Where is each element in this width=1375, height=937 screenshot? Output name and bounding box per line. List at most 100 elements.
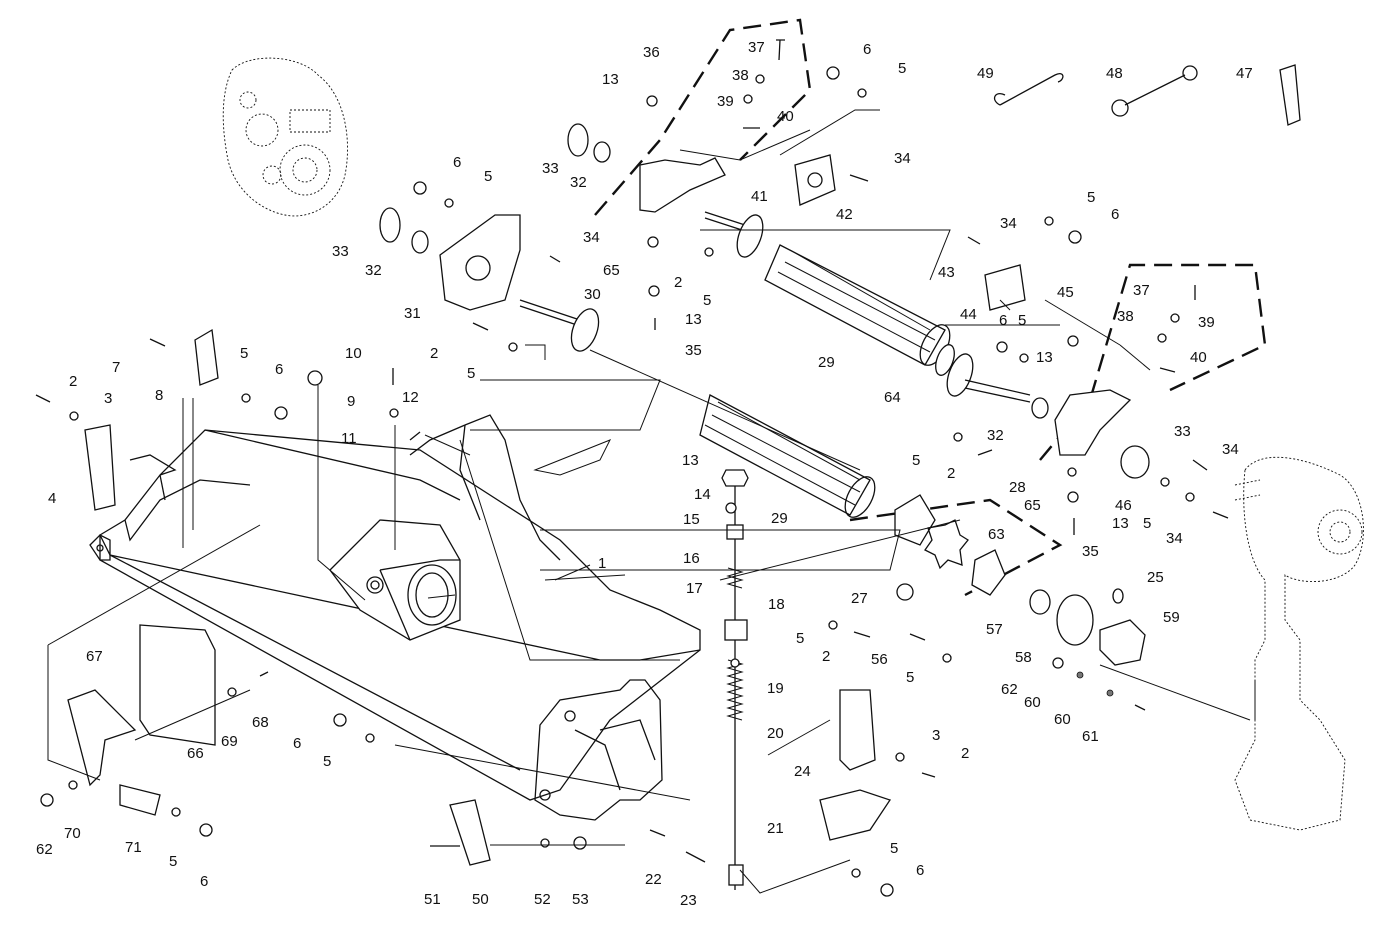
label-5: 5: [796, 630, 804, 647]
bearing-33a: [567, 123, 589, 157]
label-46: 46: [1115, 497, 1132, 514]
label-44: 44: [960, 306, 977, 323]
label-2: 2: [430, 345, 438, 362]
label-6: 6: [275, 361, 283, 378]
label-6: 6: [200, 873, 208, 890]
label-28: 28: [1009, 479, 1026, 496]
label-1: 1: [598, 555, 606, 572]
ring-57: [1029, 589, 1051, 615]
label-11: 11: [341, 430, 357, 447]
label-32: 32: [570, 174, 587, 191]
label-30: 30: [584, 286, 601, 303]
label-13: 13: [1112, 515, 1129, 532]
leader-lines: [47, 109, 1256, 894]
spring-assembly: [721, 469, 749, 890]
label-12: 12: [402, 389, 419, 406]
bracket-24: [839, 689, 876, 771]
label-13: 13: [682, 452, 699, 469]
label-35: 35: [685, 342, 702, 359]
label-10: 10: [345, 345, 362, 362]
bearing-33c: [1120, 445, 1150, 479]
label-34: 34: [894, 150, 911, 167]
label-5: 5: [323, 753, 331, 770]
label-68: 68: [252, 714, 269, 731]
hardware: [35, 39, 1229, 897]
assembly-28-outline: [849, 498, 1063, 597]
right-gearbox-reference-drawing: [1234, 456, 1364, 831]
label-37: 37: [1133, 282, 1150, 299]
label-5: 5: [890, 840, 898, 857]
label-8: 8: [155, 387, 163, 404]
cover-66: [139, 624, 216, 746]
label-62: 62: [1001, 681, 1018, 698]
label-53: 53: [572, 891, 589, 908]
label-13: 13: [1036, 349, 1053, 366]
shaft-41: [704, 211, 764, 258]
label-43: 43: [938, 264, 955, 281]
label-5: 5: [906, 669, 914, 686]
label-19: 19: [767, 680, 784, 697]
main-frame: [89, 414, 701, 821]
bracket-lower: [819, 789, 892, 841]
label-29: 29: [818, 354, 835, 371]
hub-63a: [894, 494, 936, 546]
plug-25: [1112, 588, 1124, 604]
label-22: 22: [645, 871, 662, 888]
shaft-30: [519, 299, 600, 352]
label-39: 39: [1198, 314, 1215, 331]
label-65: 65: [603, 262, 620, 279]
label-70: 70: [64, 825, 81, 842]
cover-50: [449, 799, 491, 866]
hub-63b: [971, 549, 1006, 596]
label-6: 6: [999, 312, 1007, 329]
label-48: 48: [1106, 65, 1123, 82]
label-62: 62: [36, 841, 53, 858]
label-24: 24: [794, 763, 811, 780]
label-5: 5: [1087, 189, 1095, 206]
label-5: 5: [484, 168, 492, 185]
label-57: 57: [986, 621, 1003, 638]
label-47: 47: [1236, 65, 1253, 82]
plate-42: [794, 154, 836, 206]
plate-31: [439, 214, 521, 311]
label-5: 5: [912, 452, 920, 469]
label-63: 63: [988, 526, 1005, 543]
label-59: 59: [1163, 609, 1180, 626]
guard-67: [67, 689, 137, 787]
label-58: 58: [1015, 649, 1032, 666]
label-52: 52: [534, 891, 551, 908]
label-34: 34: [1166, 530, 1183, 547]
roller-lower: [699, 394, 876, 518]
label-49: 49: [977, 65, 994, 82]
label-4: 4: [48, 490, 56, 507]
label-56: 56: [871, 651, 888, 668]
label-13: 13: [685, 311, 702, 328]
label-38: 38: [1117, 308, 1134, 325]
label-5: 5: [467, 365, 475, 382]
label-40: 40: [777, 108, 794, 125]
plate-43: [984, 264, 1026, 311]
bearing-32c: [1031, 397, 1049, 419]
label-60: 60: [1054, 711, 1071, 728]
label-15: 15: [683, 511, 700, 528]
assembly-36-outline: [594, 18, 812, 216]
label-61: 61: [1082, 728, 1099, 745]
watermark-graphic: [459, 229, 961, 661]
label-9: 9: [347, 393, 355, 410]
label-66: 66: [187, 745, 204, 762]
part-number-labels: 37 36 6 5 49 48 47 13 38 39 40 33 32 6 5…: [36, 39, 1253, 909]
label-6: 6: [1111, 206, 1119, 223]
label-3: 3: [932, 727, 940, 744]
label-42: 42: [836, 206, 853, 223]
label-5: 5: [169, 853, 177, 870]
label-13: 13: [602, 71, 619, 88]
label-2: 2: [961, 745, 969, 762]
label-7: 7: [112, 359, 120, 376]
label-71: 71: [125, 839, 142, 856]
star-63: [924, 519, 969, 570]
label-40: 40: [1190, 349, 1207, 366]
label-29: 29: [771, 510, 788, 527]
label-31: 31: [404, 305, 421, 322]
label-2: 2: [674, 274, 682, 291]
